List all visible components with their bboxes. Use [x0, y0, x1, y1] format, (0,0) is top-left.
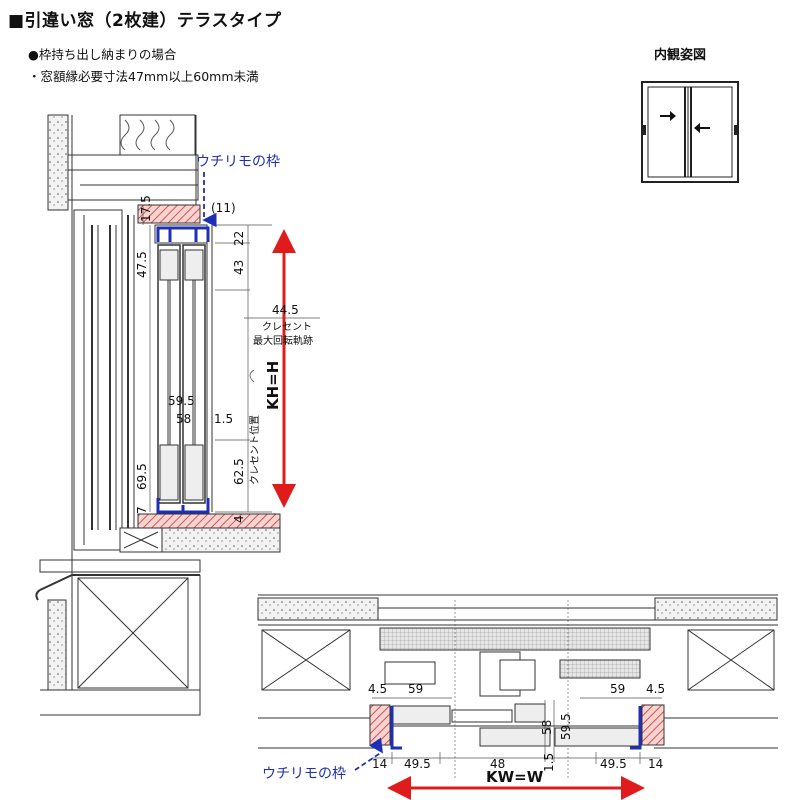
dim-62-5: 62.5	[232, 458, 246, 485]
crescent-path-2: 最大回転軌跡	[253, 334, 313, 347]
dim-left-4-5: 4.5	[368, 682, 387, 696]
horizontal-section	[257, 594, 778, 780]
dim-bottom-48: 48	[490, 757, 505, 771]
dim-right-4-5: 4.5	[646, 682, 665, 696]
dim-kh: KH=H	[264, 361, 282, 410]
arrow-left-icon	[694, 123, 710, 133]
crescent-path-1: クレセント	[262, 321, 312, 333]
note-frame-extension: ●枠持ち出し納まりの場合	[28, 47, 177, 62]
frame-label-vertical: ウチリモの枠	[196, 154, 280, 170]
dim-bottom-1-5: 1.5	[542, 753, 556, 772]
note-casing-dimension: ・窓額縁必要寸法47mm以上60mm未満	[28, 69, 259, 84]
dim-bottom-14-left: 14	[372, 757, 387, 771]
dim-69-5: 69.5	[135, 463, 149, 490]
dim-top-side: 17.5	[139, 195, 153, 222]
dim-22: 22	[232, 231, 246, 246]
dim-right-59: 59	[610, 682, 625, 696]
dim-left-59: 59	[408, 682, 423, 696]
vertical-dimensions: (11) 17.5 22 43 47.5 44.5 クレセント 最大回転軌跡 K…	[135, 154, 320, 523]
dim-1-5: 1.5	[214, 412, 233, 426]
dim-top-paren: (11)	[211, 201, 236, 215]
page-title: ■引違い窓（2枚建）テラスタイプ	[8, 11, 282, 31]
dim-bottom-14-right: 14	[648, 757, 663, 771]
dim-bottom-49-5-left: 49.5	[404, 757, 431, 771]
interior-view-label: 内観姿図	[654, 48, 707, 63]
vertical-section	[35, 114, 281, 716]
arrow-right-icon	[660, 111, 676, 121]
dim-58: 58	[176, 412, 191, 426]
dim-4: 4	[232, 515, 246, 523]
dim-bottom-49-5-right: 49.5	[600, 757, 627, 771]
dim-43: 43	[232, 260, 246, 275]
dim-47-5: 47.5	[135, 251, 149, 278]
dim-59-5: 59.5	[168, 394, 195, 408]
dim-44-5: 44.5	[272, 303, 299, 317]
dim-mid-59-5: 59.5	[559, 713, 573, 740]
horizontal-dimensions: 4.5 59 59 4.5 58 59.5 14 49.5 48 1.5 49.…	[262, 682, 665, 800]
dim-kw: KW=W	[486, 768, 544, 786]
dim-mid-58: 58	[540, 720, 554, 735]
interior-elevation	[641, 81, 739, 183]
crescent-position: クレセント位置	[248, 415, 261, 485]
frame-label-horizontal: ウチリモの枠	[262, 766, 346, 782]
dim-7: 7	[135, 506, 149, 514]
